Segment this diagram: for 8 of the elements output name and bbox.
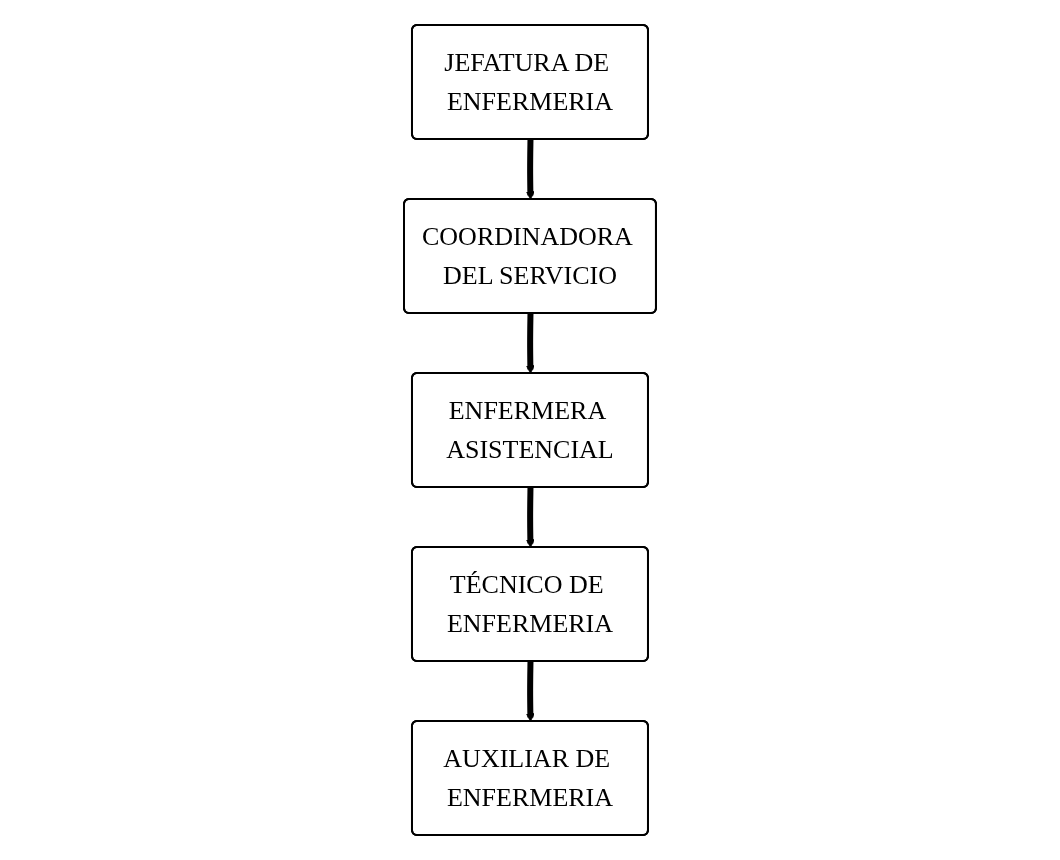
arrow bbox=[525, 313, 535, 374]
arrow bbox=[525, 661, 535, 722]
arrow bbox=[525, 139, 535, 200]
node-text: JEFATURA DE ENFERMERIA bbox=[444, 48, 614, 116]
node-text: AUXILIAR DE ENFERMERIA bbox=[443, 744, 614, 812]
arrow bbox=[525, 487, 535, 548]
node-text: ENFERMERA ASISTENCIAL bbox=[446, 396, 614, 464]
node-text: TÉCNICO DE ENFERMERIA bbox=[446, 570, 614, 638]
